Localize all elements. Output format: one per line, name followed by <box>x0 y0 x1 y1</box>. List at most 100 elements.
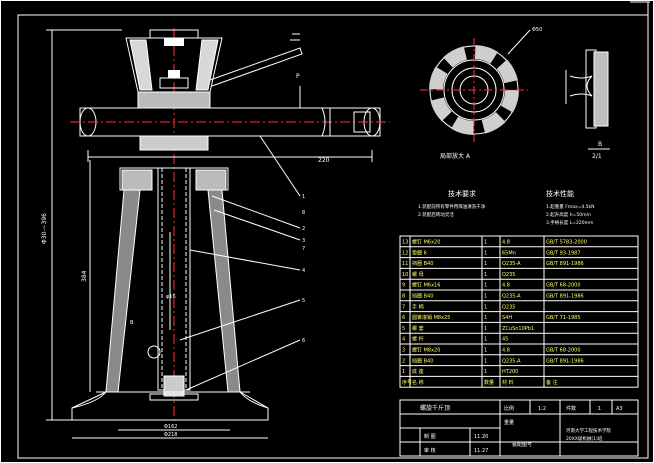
section-b-profile <box>569 75 593 97</box>
bom-cell-qty: 1 <box>484 326 487 332</box>
bom-cell-name: 底 座 <box>412 368 424 375</box>
ring-dim: Φ50 <box>532 27 542 33</box>
bom-cell-qty: 1 <box>484 369 487 375</box>
bom-cell-qty: 1 <box>484 315 487 321</box>
perf-line-2: 2.起升高度 h=50mm <box>546 211 591 218</box>
bom-cell-name: 螺钉 M8x20 <box>412 347 440 354</box>
tb-school: 河南大学工程技术学院 <box>566 427 611 434</box>
bom-cell-std: GB/T 891-1986 <box>546 358 584 364</box>
lower-nut <box>139 135 209 151</box>
bom-cell-qty: 1 <box>484 304 487 310</box>
tb-weight: 重量 <box>504 419 514 426</box>
bom-cell-qty: 1 <box>484 348 487 354</box>
bottom-washer <box>149 393 199 401</box>
bom-cell-no: 10 <box>402 272 408 278</box>
bom-header-no: 序号 <box>402 379 412 386</box>
bom-cell-name: 挡圈 B40 <box>412 357 433 364</box>
tb-scale-label: 比例 <box>504 405 514 412</box>
bom-cell-no: 3 <box>402 348 405 354</box>
leader-label-1: 1 <box>302 194 305 200</box>
tb-size: A3 <box>616 406 623 412</box>
base-foot-left <box>71 391 107 409</box>
bom-cell-no: 2 <box>402 358 405 364</box>
bom-cell-mat: Q235 <box>502 272 515 278</box>
bom-cell-std: GB/T 5783-2000 <box>546 240 587 246</box>
sleeve-left <box>121 169 153 191</box>
bom-cell-mat: Q235 <box>502 304 515 310</box>
bom-cell-no: 12 <box>402 250 408 256</box>
bom-cell-std: GB/T 71-1985 <box>546 315 581 321</box>
leader-label-4: 4 <box>302 268 305 274</box>
title-block <box>399 399 639 457</box>
label-B: B <box>130 320 134 326</box>
leader-label-8: 8 <box>302 210 305 216</box>
bottom-bolt <box>163 375 185 397</box>
bom-cell-name: 螺钉 M6x16 <box>412 282 440 289</box>
bom-cell-no: 13 <box>402 240 408 246</box>
bom-header-mat: 材 料 <box>502 379 514 386</box>
bom-cell-name: 手 柄 <box>412 303 424 310</box>
break-curve <box>321 107 326 137</box>
bom-cell-std: GB/T 68-2000 <box>546 348 581 354</box>
leader-group <box>179 135 301 391</box>
cup-screw <box>164 38 184 46</box>
tech-req-line-2: 2.装配后转动灵活 <box>418 211 454 218</box>
bom-cell-std: GB/T 93-1987 <box>546 250 581 256</box>
tb-assembly: 装配图号 <box>512 441 532 448</box>
bom-cell-mat: ZCuSn10Pb1 <box>502 326 534 332</box>
handle-length-dim: 220 <box>318 157 330 164</box>
bom-cell-mat: 65Mn <box>502 250 516 256</box>
perf-line-3: 3.手柄长度 L=220mm <box>546 219 593 226</box>
perf-title: 技术性能 <box>546 189 574 198</box>
stroke-dim: φ16 <box>166 294 176 300</box>
bom-cell-mat: S4H <box>502 315 512 321</box>
section-b-hatch <box>593 51 609 127</box>
base-inner-dim: Φ162 <box>164 424 177 430</box>
bom-cell-mat: Q235-A <box>502 358 521 364</box>
side-hole <box>147 345 161 359</box>
screw-top <box>168 70 180 78</box>
ring-leader <box>507 29 531 55</box>
bom-cell-no: 5 <box>402 326 405 332</box>
tb-drawn-date: 11.20 <box>474 434 488 440</box>
bom-header-std: 备 注 <box>546 379 558 386</box>
bom-cell-qty: 1 <box>484 294 487 300</box>
base-foot-right <box>239 391 269 409</box>
bom-cell-no: 9 <box>402 283 405 289</box>
bom-cell-qty: 1 <box>484 240 487 246</box>
bom-cell-qty: 1 <box>484 358 487 364</box>
wall-hatch-right <box>207 169 241 393</box>
bom-cell-qty: 1 <box>484 261 487 267</box>
leader-label-3: 3 <box>302 238 305 244</box>
bom-cell-no: 6 <box>402 315 405 321</box>
bom-cell-std: GB/T 891-1986 <box>546 294 584 300</box>
inner-frame <box>17 14 649 459</box>
leader-label-5: 5 <box>302 298 305 304</box>
label-P: P <box>296 73 300 80</box>
handle-knob <box>353 111 371 133</box>
nut-ring <box>137 91 211 109</box>
tb-check-label: 审 核 <box>424 447 436 454</box>
tb-drawn-label: 制 图 <box>424 433 436 440</box>
tb-sheet: 1 <box>598 406 601 412</box>
bom-cell-name: 挡圈 B40 <box>412 293 433 300</box>
tb-scale: 1:2 <box>538 406 546 412</box>
bom-cell-no: 7 <box>402 304 405 310</box>
base-outer-dim: Φ218 <box>164 432 177 438</box>
tech-req-title: 技术要求 <box>448 189 476 198</box>
bom-cell-qty: 1 <box>484 283 487 289</box>
bom-cell-no: 1 <box>402 369 405 375</box>
section-b-label: B <box>598 141 602 148</box>
leader-label-6: 6 <box>302 338 305 344</box>
bom-cell-mat: 4.8 <box>502 240 510 246</box>
bom-cell-name: 螺 套 <box>412 325 424 332</box>
bom-header-name: 名 称 <box>412 379 424 386</box>
bom-cell-name: 螺 母 <box>412 271 424 278</box>
bom-cell-mat: 45 <box>502 337 508 343</box>
bom-cell-name: 挡圈 B40 <box>412 260 433 267</box>
bom-cell-no: 4 <box>402 337 405 343</box>
bom-cell-mat: 4.8 <box>502 283 510 289</box>
